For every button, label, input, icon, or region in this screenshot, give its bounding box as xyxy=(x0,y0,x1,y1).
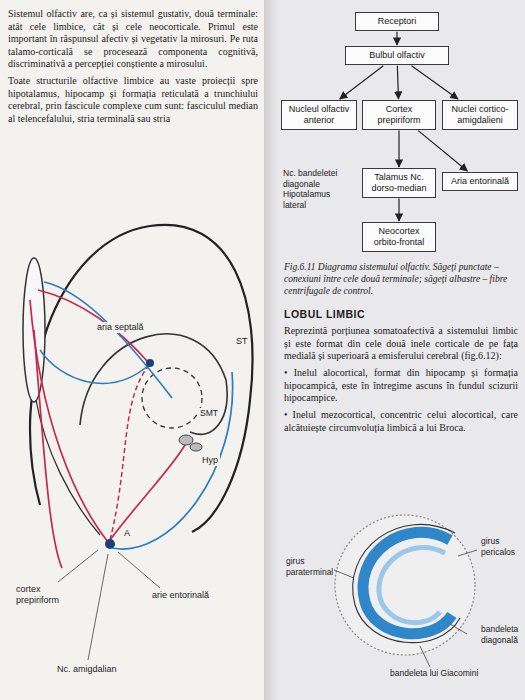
flow-arrow xyxy=(340,66,384,99)
ring-outline xyxy=(353,524,460,642)
part-label: SMT xyxy=(198,408,220,419)
part-label: girus pericalos xyxy=(479,536,521,557)
septal-dot xyxy=(146,359,154,367)
part-label: A xyxy=(122,528,132,539)
body-text: Toate structurile olfactive limbice au v… xyxy=(8,75,258,125)
blue-pathway xyxy=(44,282,172,398)
part-label: ST xyxy=(234,336,250,347)
box-text: Aria entorinală xyxy=(447,176,513,187)
leader-line xyxy=(58,550,98,582)
blue-pathway xyxy=(40,350,150,383)
part-label: bandeleta diagonală xyxy=(479,624,521,645)
flow-arrow xyxy=(396,32,397,45)
part-label: bandeleta lui Giacomini xyxy=(388,668,498,679)
leader-line xyxy=(334,570,354,578)
red-pathway xyxy=(34,330,62,568)
body-text: • Inelul mezocortical, concentric celui … xyxy=(284,409,518,434)
part-label: girus paraterminal xyxy=(284,556,334,577)
box-text: Nucleul olfactiv anterior xyxy=(286,104,352,126)
part-label: Hyp xyxy=(200,455,220,466)
section-heading: LOBUL LIMBIC xyxy=(284,308,518,321)
box-text: Cortex prepiriform xyxy=(367,104,431,126)
flow-arrow xyxy=(398,199,399,221)
body-text: • Inelul alocortical, format din hipocam… xyxy=(284,367,518,405)
process-box: Neocortex orbito-frontal xyxy=(362,222,436,252)
part-label: Nc. amigdalian xyxy=(55,664,119,675)
body-text: Reprezintă porțiunea somatoafectivă a si… xyxy=(284,325,518,363)
part-label: aria septală xyxy=(95,322,146,333)
amygdala-dot xyxy=(105,539,115,549)
limbic-ring xyxy=(363,532,452,634)
process-box: Receptori xyxy=(355,12,439,31)
leader-line xyxy=(88,554,108,660)
process-box: Cortex prepiriform xyxy=(362,100,436,130)
box-text: Bulbul olfactiv xyxy=(350,50,444,61)
box-text: Nuclei cortico-amigdalieni xyxy=(447,104,513,126)
process-box: Nucleul olfactiv anterior xyxy=(281,100,357,130)
red-pathway xyxy=(110,445,185,540)
flow-arrow xyxy=(418,131,467,171)
part-label: arie entorinală xyxy=(150,590,212,601)
hemisphere-outline xyxy=(30,225,253,532)
limbic-inner-ring xyxy=(379,548,445,623)
page-gutter xyxy=(264,0,278,700)
nucleus-label: Nc. bandeletei diagonale Hipotalamus lat… xyxy=(281,168,357,211)
red-pathway xyxy=(38,290,148,362)
hypothalamus-symbol xyxy=(179,435,193,445)
leader-line xyxy=(450,624,467,634)
flow-arrow xyxy=(398,131,399,167)
process-box: Bulbul olfactiv xyxy=(345,46,449,65)
leader-line xyxy=(118,552,160,588)
box-text: Neocortex orbito-frontal xyxy=(367,226,431,248)
figure-caption: Fig.6.11 Diagrama sistemului olfactiv. S… xyxy=(284,262,518,298)
flow-arrow xyxy=(397,66,398,99)
flow-arrow xyxy=(412,66,458,99)
box-text: Receptori xyxy=(360,16,434,27)
blue-pathway xyxy=(112,372,233,549)
body-text: Sistemul olfactiv are, ca și sistemul gu… xyxy=(8,8,258,71)
leader-line xyxy=(458,550,477,556)
part-label: cortex prepiriform xyxy=(14,584,86,607)
process-box: Talamus Nc. dorso-median xyxy=(362,168,436,198)
red-dashed-pathway xyxy=(110,364,150,540)
hemisphere-medial xyxy=(335,515,475,655)
hypothalamus-symbol xyxy=(190,443,202,451)
leader-line xyxy=(420,646,430,667)
box-text: Talamus Nc. dorso-median xyxy=(367,172,431,194)
process-box: Aria entorinală xyxy=(442,172,518,191)
process-box: Nuclei cortico-amigdalieni xyxy=(442,100,518,130)
